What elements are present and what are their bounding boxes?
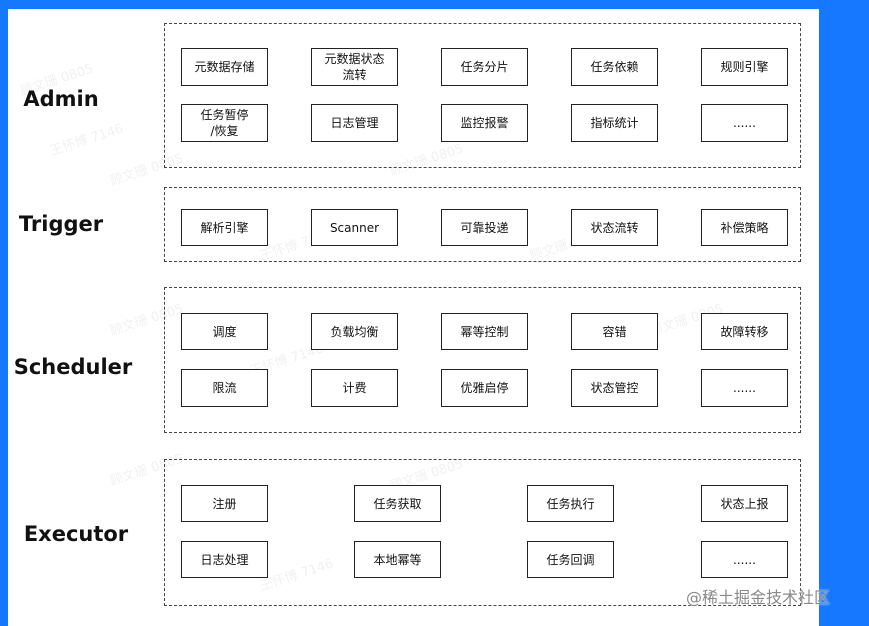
component-box: 限流 (181, 369, 268, 407)
trigger-group: 解析引擎 Scanner 可靠投递 状态流转 补偿策略 (164, 187, 801, 262)
watermark: 王怀博 7146 (48, 121, 126, 160)
component-box: Scanner (311, 209, 398, 246)
component-box: 状态管控 (571, 369, 658, 407)
component-box: 任务分片 (441, 48, 528, 86)
component-box: 监控报警 (441, 104, 528, 142)
component-box: 任务暂停 /恢复 (181, 104, 268, 142)
diagram-canvas: 顾文珊 0805 王怀博 7146 顾文珊 0805 顾文珊 0805 王怀博 … (8, 9, 819, 626)
component-box: 故障转移 (701, 313, 788, 350)
component-box: 元数据状态 流转 (311, 48, 398, 86)
layer-label-trigger: Trigger (18, 212, 104, 236)
component-box: ...... (701, 541, 788, 578)
component-box: 日志处理 (181, 541, 268, 578)
footer-watermark: @稀土掘金技术社区 (686, 588, 831, 607)
component-box: 规则引擎 (701, 48, 788, 86)
scheduler-group: 调度 负载均衡 幂等控制 容错 故障转移 限流 计费 优雅启停 状态管控 ...… (164, 287, 801, 433)
component-box: 状态流转 (571, 209, 658, 246)
component-box: 本地幂等 (354, 541, 441, 578)
component-box: ...... (701, 104, 788, 142)
executor-group: 注册 任务获取 任务执行 状态上报 日志处理 本地幂等 任务回调 ...... (164, 459, 801, 606)
component-box: 优雅启停 (441, 369, 528, 407)
component-box: 可靠投递 (441, 209, 528, 246)
component-box: 调度 (181, 313, 268, 350)
layer-label-executor: Executor (23, 522, 129, 546)
component-box: 任务依赖 (571, 48, 658, 86)
component-box: ...... (701, 369, 788, 407)
component-box: 容错 (571, 313, 658, 350)
component-box: 计费 (311, 369, 398, 407)
component-box: 任务执行 (527, 485, 614, 522)
component-box: 任务回调 (527, 541, 614, 578)
component-box: 负载均衡 (311, 313, 398, 350)
component-box: 任务获取 (354, 485, 441, 522)
component-box: 幂等控制 (441, 313, 528, 350)
admin-group: 元数据存储 元数据状态 流转 任务分片 任务依赖 规则引擎 任务暂停 /恢复 日… (164, 23, 801, 168)
component-box: 注册 (181, 485, 268, 522)
layer-label-scheduler: Scheduler (13, 355, 133, 379)
component-box: 补偿策略 (701, 209, 788, 246)
component-box: 指标统计 (571, 104, 658, 142)
component-box: 状态上报 (701, 485, 788, 522)
layer-label-admin: Admin (23, 87, 99, 111)
component-box: 元数据存储 (181, 48, 268, 86)
component-box: 日志管理 (311, 104, 398, 142)
component-box: 解析引擎 (181, 209, 268, 246)
